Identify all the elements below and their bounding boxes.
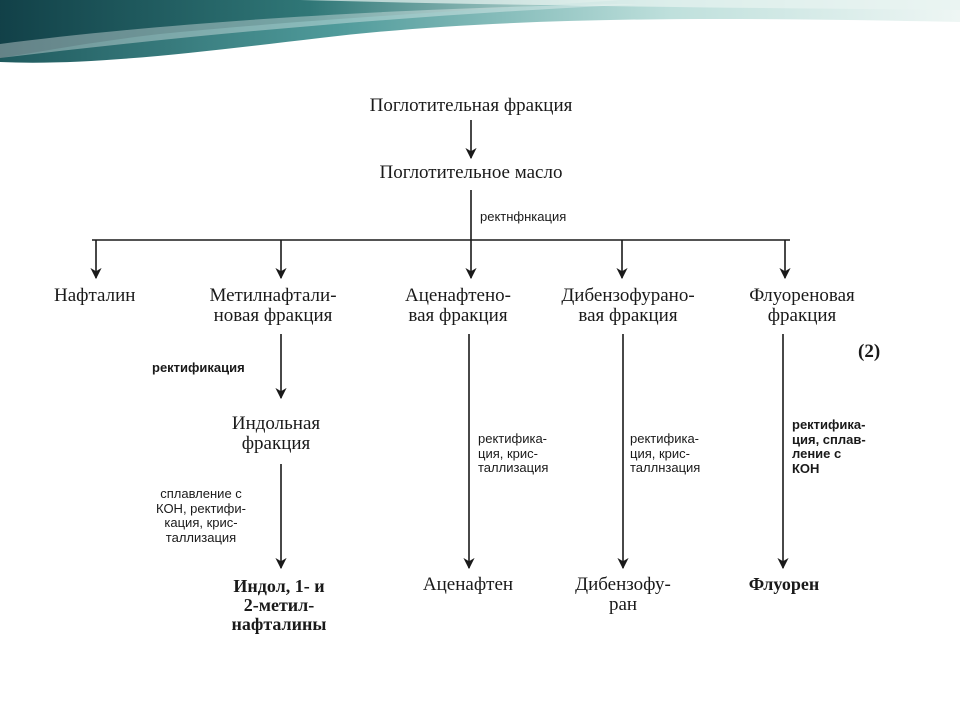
indole-fusion-note: сплавление с КОН, ректифи- кация, крис- …	[156, 486, 246, 545]
indole-rectification-note: ректификация	[152, 360, 245, 375]
absorption-fraction-label: Поглотительная фракция	[369, 95, 573, 116]
methylnaphthalene-fraction-label: Метилнафтали- новая фракция	[209, 285, 337, 326]
dibenzofuran-product-label: Дибензофу- ран	[575, 574, 671, 615]
indole-product-label: Индол, 1- и 2-метил- нафталины	[231, 576, 327, 634]
dibenzofuran-process-note: ректифика- ция, крис- таллнзация	[630, 431, 701, 476]
rectification-label-top: ректнфнкация	[480, 209, 567, 224]
fluorene-fraction-label: Флуореновая фракция	[749, 285, 855, 326]
fluorene-process-note: ректифика- ция, сплав- ление с КОН	[792, 417, 866, 476]
scheme-number: (2)	[858, 341, 881, 362]
indole-fraction-label: Индольная фракция	[231, 413, 321, 454]
acenaphthene-process-note: ректифика- ция, крис- таллизация	[478, 431, 549, 476]
absorption-oil-label: Поглотительное масло	[379, 162, 563, 183]
naphthalene-label: Нафталин	[54, 285, 136, 306]
dibenzofuran-fraction-label: Дибензофурано- вая фракция	[561, 285, 695, 326]
acenaphthene-fraction-label: Аценафтено- вая фракция	[405, 285, 511, 326]
header-banner	[0, 0, 960, 63]
acenaphthene-product-label: Аценафтен	[422, 574, 514, 595]
fluorene-product-label: Флуорен	[748, 574, 820, 594]
